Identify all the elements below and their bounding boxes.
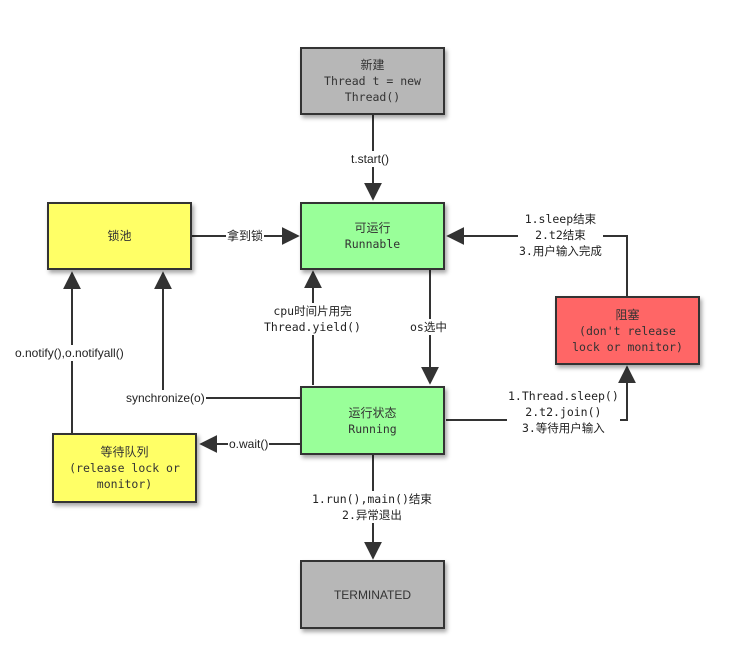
label-to-blocked: 1.Thread.sleep() 2.t2.join() 3.等待用户输入: [507, 388, 620, 436]
label-os-select: os选中: [409, 319, 448, 335]
node-runnable-sub: Runnable: [344, 237, 401, 251]
node-lock-pool: 锁池: [47, 202, 192, 270]
edge-running-to-lockpool: [154, 271, 300, 399]
node-runnable-title: 可运行: [354, 221, 391, 235]
node-lock-pool-title: 锁池: [107, 229, 132, 243]
node-wait-queue: 等待队列 (release lock or monitor): [52, 433, 197, 503]
label-o-wait: o.wait(): [228, 436, 270, 452]
label-t-start: t.start(): [350, 151, 390, 167]
node-new-title: 新建: [360, 58, 385, 72]
label-synchronize: synchronize(o): [125, 390, 206, 406]
edge-running-to-blocked: [446, 365, 636, 421]
node-terminated: TERMINATED: [300, 560, 445, 629]
label-get-lock: 拿到锁: [226, 228, 265, 244]
edge-blocked-to-runnable: [446, 227, 628, 296]
label-blocked-end: 1.sleep结束 2.t2结束 3.用户输入完成: [518, 211, 603, 259]
label-yield: cpu时间片用完 Thread.yield(): [263, 303, 362, 335]
node-blocked-sub: (don't release lock or monitor): [572, 323, 683, 354]
node-new: 新建 Thread t = new Thread(): [300, 47, 445, 115]
label-notify: o.notify(),o.notifyall(): [14, 345, 125, 361]
label-terminate: 1.run(),main()结束 2.异常退出: [311, 491, 433, 523]
node-terminated-title: TERMINATED: [333, 587, 412, 602]
node-wait-queue-title: 等待队列: [100, 445, 149, 459]
node-runnable: 可运行 Runnable: [300, 202, 445, 270]
node-blocked-title: 阻塞: [615, 307, 640, 322]
node-running-sub: Running: [348, 421, 397, 436]
node-wait-queue-sub: (release lock or monitor): [69, 461, 180, 491]
node-new-sub: Thread t = new Thread(): [324, 74, 421, 104]
node-running-title: 运行状态: [348, 405, 397, 420]
node-blocked: 阻塞 (don't release lock or monitor): [555, 296, 700, 365]
node-running: 运行状态 Running: [300, 386, 445, 455]
